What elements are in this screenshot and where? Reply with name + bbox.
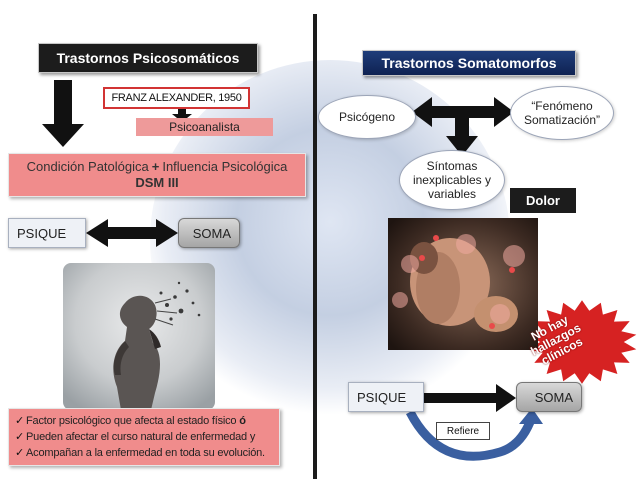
soma-node-right: SOMA	[516, 382, 582, 412]
check-icon: ✓	[15, 447, 25, 459]
bullet-text-1: Factor psicológico que afecta al estado …	[26, 415, 240, 427]
condition-box: Condición Patológica + Influencia Psicol…	[8, 153, 306, 197]
psicoanalista-tag: Psicoanalista	[136, 118, 273, 136]
bullet-item-2: ✓Pueden afectar el curso natural de enfe…	[15, 429, 255, 445]
center-divider	[313, 14, 317, 479]
condition-line: Condición Patológica + Influencia Psicol…	[27, 159, 288, 175]
sintomas-line1: Síntomas	[426, 159, 478, 173]
sintomas-line3: variables	[427, 187, 477, 201]
soma-node-left: SOMA	[178, 218, 240, 248]
condition-part2: Influencia Psicológica	[162, 159, 288, 174]
bullet-text-2: Pueden afectar el curso natural de enfer…	[26, 431, 256, 443]
dolor-label: Dolor	[510, 188, 576, 213]
bullet-list: ✓Factor psicológico que afecta al estado…	[8, 408, 280, 466]
right-title: Trastornos Somatomorfos	[362, 50, 576, 76]
condition-part1: Condición Patológica	[26, 159, 149, 174]
bullet-item-3: ✓Acompañan a la enfermedad en toda su ev…	[15, 445, 265, 461]
down-arrow-left	[42, 80, 84, 147]
condition-sub: DSM III	[135, 175, 179, 190]
bullet-item-1: ✓Factor psicológico que afecta al estado…	[15, 413, 246, 429]
sintomas-ellipse: Síntomas inexplicables y variables	[399, 150, 505, 210]
fenomeno-ellipse: “Fenómeno Somatización”	[510, 86, 614, 140]
psicogeno-ellipse: Psicógeno	[318, 95, 416, 139]
right-arrow-bottom	[424, 384, 516, 412]
fenomeno-line2: Somatización”	[523, 113, 601, 127]
bullet-text-3: Acompañan a la enfermedad en toda su evo…	[26, 447, 265, 459]
psychosomatic-illustration	[63, 263, 215, 410]
fenomeno-line1: “Fenómeno	[531, 99, 593, 113]
down-arrow-right	[446, 118, 478, 156]
refiere-label: Refiere	[436, 422, 490, 440]
bullet-bold-1: ó	[239, 415, 246, 427]
double-arrow-right	[412, 97, 514, 127]
psique-node-right: PSIQUE	[348, 382, 424, 412]
psique-node-left: PSIQUE	[8, 218, 86, 248]
curved-refiere-arrow	[406, 408, 543, 461]
red-starburst-badge	[527, 300, 637, 384]
left-title: Trastornos Psicosomáticos	[38, 43, 258, 73]
plus-icon: +	[151, 159, 160, 174]
double-arrow-left	[86, 219, 178, 247]
check-icon: ✓	[15, 431, 25, 443]
sintomas-line2: inexplicables y	[412, 173, 492, 187]
check-icon: ✓	[15, 415, 25, 427]
pain-illustration	[388, 218, 538, 350]
reference-box: FRANZ ALEXANDER, 1950	[103, 87, 250, 109]
